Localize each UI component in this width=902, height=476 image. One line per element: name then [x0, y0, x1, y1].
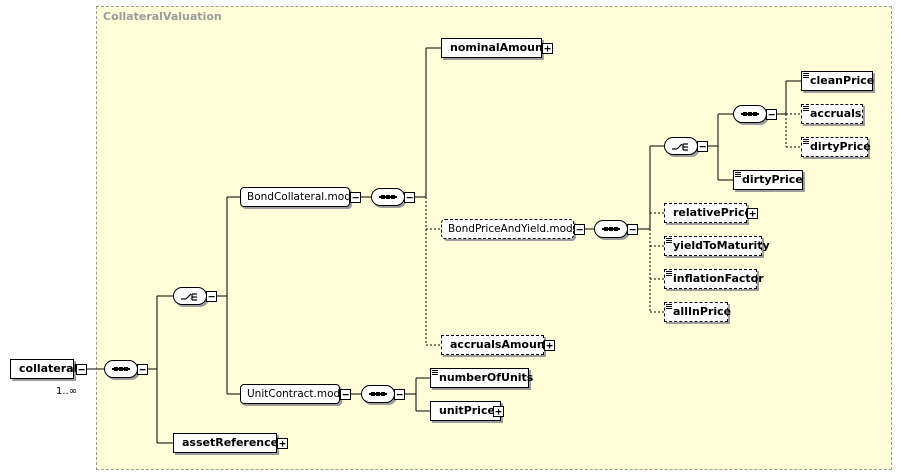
all-in-price-label: allInPrice [673, 305, 732, 318]
inflation-factor-element[interactable]: inflationFactor [664, 269, 764, 289]
choice-collapse-icon[interactable]: − [206, 291, 217, 302]
simple-type-icon [666, 271, 672, 276]
accruals-amount-label: accrualsAmount [450, 338, 550, 351]
nominal-amount-expand-icon[interactable]: + [542, 43, 553, 54]
number-of-units-element[interactable]: numberOfUnits [430, 368, 533, 388]
sequence-collapse-icon[interactable]: − [137, 364, 148, 375]
collateral-cardinality: 1..∞ [56, 386, 78, 397]
collateral-element[interactable]: collateral [10, 359, 78, 379]
unit-price-label: unitPrice [439, 404, 495, 417]
bond-price-and-yield-model-label: BondPriceAndYield.model [448, 223, 583, 235]
sequence-collapse-icon[interactable]: − [766, 109, 777, 120]
sequence-compositor-icon [104, 360, 138, 378]
dirty-price-label: dirtyPrice [742, 173, 803, 186]
nominal-amount-label: nominalAmount [450, 41, 549, 54]
unit-contract-model-label: UnitContract.model [247, 388, 350, 400]
simple-type-icon [803, 106, 809, 111]
sequence-compositor-icon [733, 105, 767, 123]
asset-reference-expand-icon[interactable]: + [277, 438, 288, 449]
asset-reference-label: assetReference [182, 436, 279, 449]
bond-collateral-collapse-icon[interactable]: − [350, 192, 361, 203]
sequence-compositor-icon [361, 385, 395, 403]
bond-price-and-yield-collapse-icon[interactable]: − [574, 224, 585, 235]
relative-price-element[interactable]: relativePrice [664, 203, 752, 223]
clean-price-label: cleanPrice [810, 74, 875, 87]
accruals-amount-expand-icon[interactable]: + [544, 340, 555, 351]
accruals-label: accruals [810, 107, 862, 120]
relative-price-label: relativePrice [673, 206, 752, 219]
bond-price-and-yield-model-group[interactable]: BondPriceAndYield.model [441, 219, 582, 239]
sequence-collapse-icon[interactable]: − [627, 224, 638, 235]
yield-to-maturity-label: yieldToMaturity [673, 239, 770, 252]
simple-type-icon [803, 139, 809, 144]
all-in-price-element[interactable]: allInPrice [664, 302, 732, 322]
number-of-units-label: numberOfUnits [439, 371, 534, 384]
unit-price-expand-icon[interactable]: + [493, 406, 504, 417]
clean-price-element[interactable]: cleanPrice [801, 71, 875, 91]
unit-contract-collapse-icon[interactable]: − [340, 389, 351, 400]
dirty-price-element[interactable]: dirtyPrice [733, 170, 803, 190]
nominal-amount-element[interactable]: nominalAmount [441, 38, 548, 58]
simple-type-icon [735, 172, 741, 177]
yield-to-maturity-element[interactable]: yieldToMaturity [664, 236, 770, 256]
group-title: CollateralValuation [103, 10, 222, 23]
sequence-compositor-icon [371, 188, 405, 206]
bond-collateral-model-label: BondCollateral.model [247, 191, 361, 203]
simple-type-icon [666, 304, 672, 309]
asset-reference-element[interactable]: assetReference [173, 433, 279, 453]
relative-price-expand-icon[interactable]: + [747, 208, 758, 219]
sequence-compositor-icon [594, 220, 628, 238]
choice-switch-icon [672, 143, 688, 151]
collateral-collapse-icon[interactable]: − [76, 364, 87, 375]
dirty-price-inner-label: dirtyPrice [810, 140, 871, 153]
accruals-element[interactable]: accruals [801, 104, 863, 124]
accruals-amount-element[interactable]: accrualsAmount [441, 335, 550, 355]
inflation-factor-label: inflationFactor [673, 272, 764, 285]
choice-compositor-icon [664, 137, 698, 155]
simple-type-icon [666, 238, 672, 243]
choice-compositor-icon [173, 287, 207, 305]
sequence-collapse-icon[interactable]: − [404, 192, 415, 203]
simple-type-icon [432, 370, 438, 375]
unit-price-element[interactable]: unitPrice [430, 401, 501, 421]
simple-type-icon [803, 73, 809, 78]
bond-collateral-model-group[interactable]: BondCollateral.model [240, 187, 360, 207]
choice-switch-icon [181, 293, 197, 301]
choice-collapse-icon[interactable]: − [697, 141, 708, 152]
collateral-label: collateral [19, 362, 78, 375]
sequence-collapse-icon[interactable]: − [394, 389, 405, 400]
unit-contract-model-group[interactable]: UnitContract.model [240, 384, 350, 404]
dirty-price-inner-element[interactable]: dirtyPrice [801, 137, 871, 157]
